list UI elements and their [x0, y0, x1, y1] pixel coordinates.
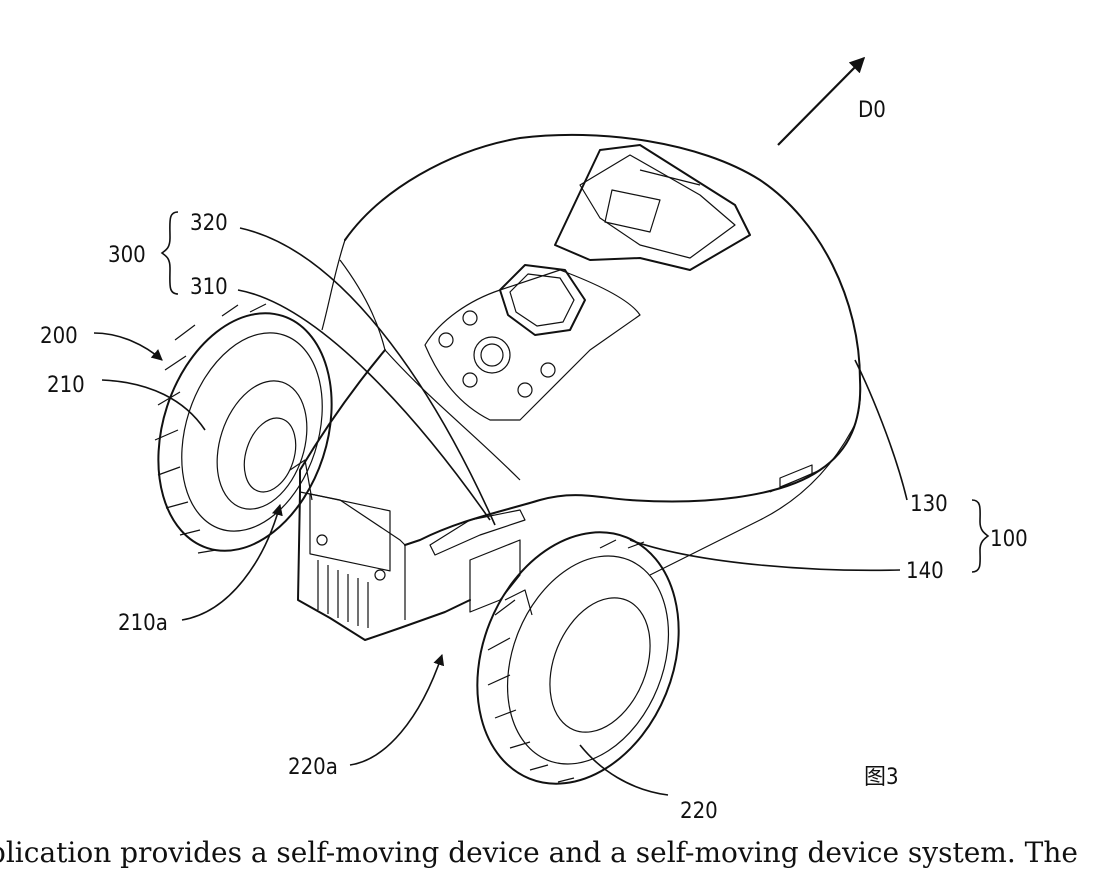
callout-210a: 210a [118, 611, 168, 636]
right-wheel [441, 502, 715, 814]
callout-200: 200 [40, 324, 78, 349]
figure-number: 图3 [864, 765, 899, 790]
callout-130: 130 [910, 492, 948, 517]
callout-310: 310 [190, 275, 228, 300]
callout-140: 140 [906, 559, 944, 584]
callout-220a: 220a [288, 755, 338, 780]
direction-arrow [778, 58, 864, 145]
callout-210: 210 [47, 373, 85, 398]
callout-300: 300 [108, 243, 146, 268]
direction-label: D0 [858, 98, 886, 123]
callout-320: 320 [190, 211, 228, 236]
brace-100 [972, 500, 988, 572]
caption-text: pplication provides a self-moving device… [0, 836, 1078, 869]
callout-100: 100 [990, 527, 1028, 552]
brace-300 [162, 212, 178, 294]
callout-220: 220 [680, 799, 718, 824]
left-wheel [129, 291, 360, 574]
